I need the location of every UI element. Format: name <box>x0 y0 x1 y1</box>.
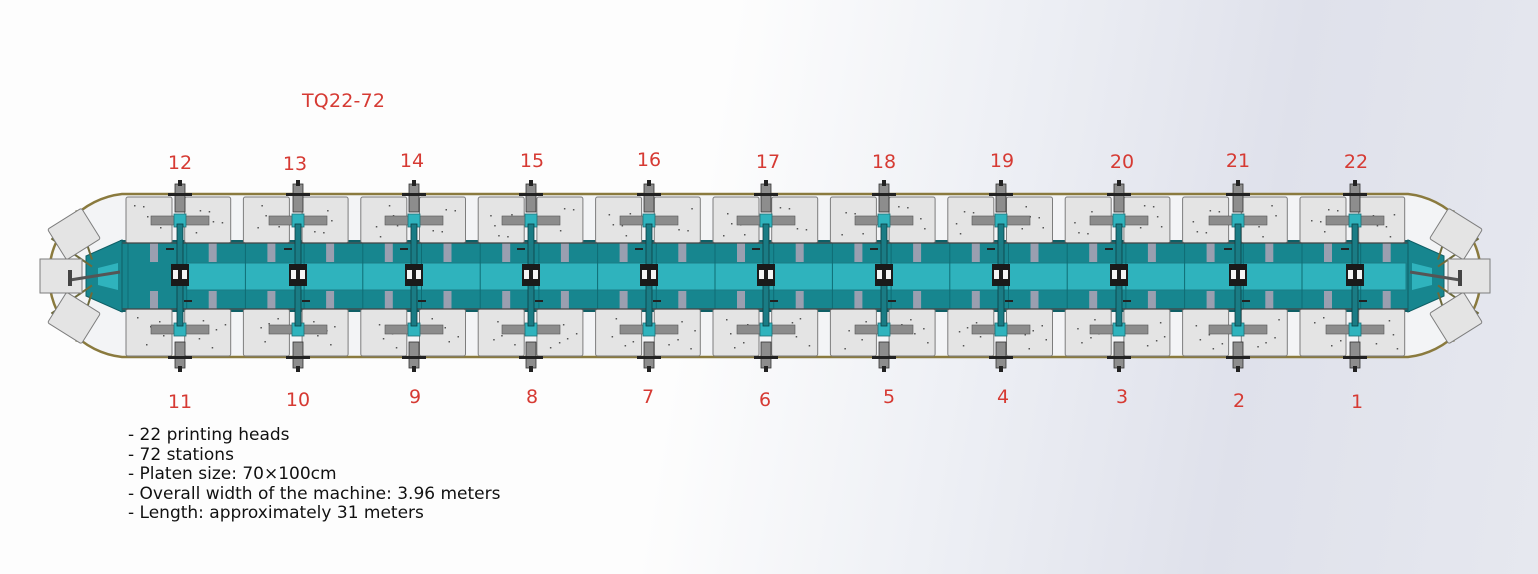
head-label-16: 16 <box>636 149 662 171</box>
head-label-14: 14 <box>399 150 425 172</box>
spec-platen-size: - Platen size: 70×100cm <box>128 464 337 484</box>
head-label-19: 19 <box>989 150 1015 172</box>
spec-length: - Length: approximately 31 meters <box>128 503 424 523</box>
printing-head <box>1208 180 1268 372</box>
head-label-7: 7 <box>641 386 655 408</box>
center-rail <box>185 262 1407 291</box>
head-label-6: 6 <box>758 389 772 411</box>
head-label-10: 10 <box>285 389 311 411</box>
printing-head <box>619 180 679 372</box>
model-title: TQ22-72 <box>302 90 386 112</box>
head-label-2: 2 <box>1232 390 1246 412</box>
head-label-9: 9 <box>408 386 422 408</box>
printing-head <box>854 180 914 372</box>
head-label-21: 21 <box>1225 150 1251 172</box>
printing-head <box>736 180 796 372</box>
head-label-3: 3 <box>1115 386 1129 408</box>
head-label-5: 5 <box>882 386 896 408</box>
head-label-20: 20 <box>1109 151 1135 173</box>
head-label-17: 17 <box>755 151 781 173</box>
head-label-1: 1 <box>1350 391 1364 413</box>
printing-head <box>501 180 561 372</box>
printing-head <box>1089 180 1149 372</box>
spec-stations: - 72 stations <box>128 444 234 465</box>
head-label-12: 12 <box>167 152 193 174</box>
head-label-11: 11 <box>167 391 193 413</box>
head-label-13: 13 <box>282 153 308 175</box>
head-label-18: 18 <box>871 151 897 173</box>
printing-head <box>971 180 1031 372</box>
printing-head <box>1325 180 1385 372</box>
machine-body <box>39 192 1491 359</box>
printing-heads <box>150 180 1385 372</box>
spec-printing-heads: - 22 printing heads <box>128 425 290 445</box>
head-label-22: 22 <box>1343 151 1369 173</box>
printing-head <box>384 180 444 372</box>
head-label-15: 15 <box>519 150 545 172</box>
spec-list: - 22 printing heads - 72 stations - Plat… <box>128 425 501 524</box>
printing-head <box>268 180 328 372</box>
head-label-8: 8 <box>525 386 539 408</box>
spec-overall-width: - Overall width of the machine: 3.96 met… <box>128 483 501 504</box>
head-label-4: 4 <box>996 386 1010 408</box>
printing-head <box>150 180 210 372</box>
